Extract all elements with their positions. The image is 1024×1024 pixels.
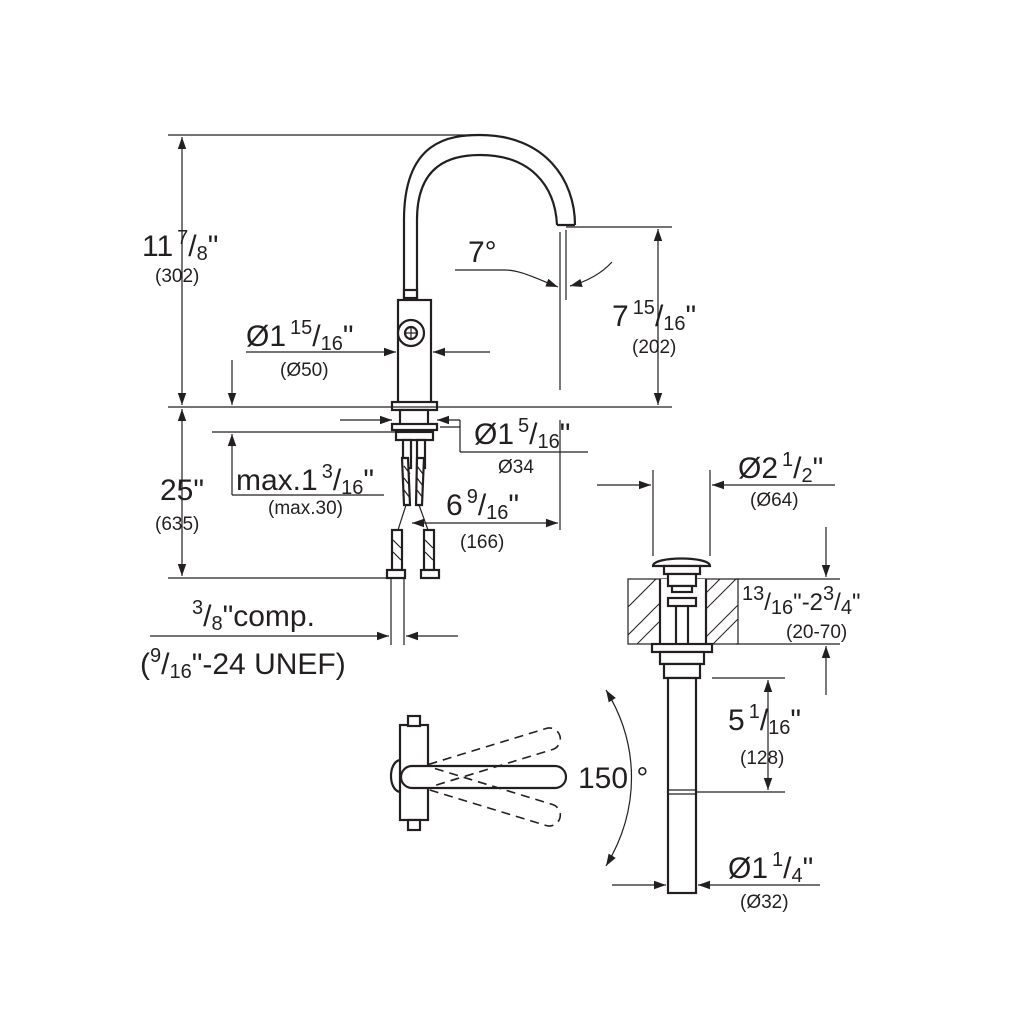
faucet-side-view	[385, 133, 577, 645]
faucet-dimension-lines	[150, 134, 672, 641]
spout-reach-metric: (166)	[460, 532, 504, 553]
drain-range-metric: (20-70)	[786, 622, 847, 643]
spout-height-metric: (202)	[632, 337, 676, 358]
below-deck-label: 25"	[160, 474, 204, 507]
drain-cap	[651, 557, 712, 568]
faucet-body	[396, 298, 433, 410]
drain-assembly	[627, 557, 739, 895]
connection-thread-label: (9/16"-24 UNEF)	[140, 645, 346, 683]
below-deck-metric: (635)	[155, 514, 199, 535]
connection-label: 3/8"comp.	[192, 597, 315, 635]
drain-cap-metric: (Ø64)	[750, 490, 799, 511]
drain-pipe-metric: (Ø32)	[740, 892, 789, 913]
spout-inner	[415, 153, 559, 320]
hole-diameter-metric: Ø34	[498, 457, 534, 478]
drain-dimension-lines	[597, 470, 840, 890]
deck-thickness-metric: (max.30)	[268, 498, 343, 519]
spout-outer	[402, 133, 577, 320]
drain-tailpiece	[666, 676, 698, 895]
drain-range-label: 13/16"-23/4"	[742, 583, 860, 619]
drain-length-metric: (128)	[740, 748, 784, 769]
handle-top-view	[389, 689, 633, 867]
lever-handle	[399, 764, 568, 790]
handle-rotation-label: 150 °	[578, 762, 648, 795]
total-height-metric: (302)	[155, 266, 199, 287]
spout-angle-label: 7°	[468, 236, 497, 269]
body-diameter-metric: (Ø50)	[280, 360, 329, 381]
